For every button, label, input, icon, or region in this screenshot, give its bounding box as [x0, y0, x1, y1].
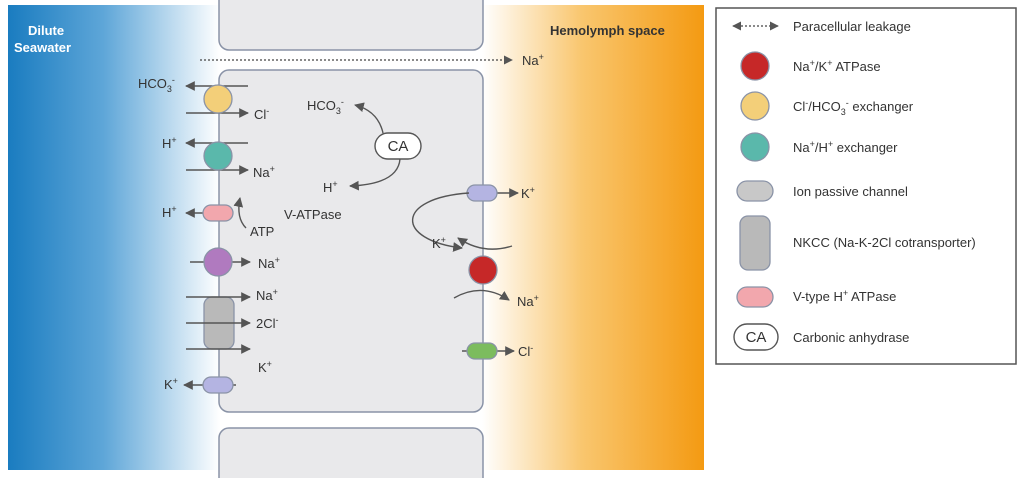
hemolymph-region [482, 5, 704, 470]
cl-channel-green [466, 342, 498, 360]
na-h-exchanger [203, 141, 233, 171]
region-right-label: Hemolymph space [550, 23, 665, 38]
k-in-pump-arrow [457, 237, 513, 250]
atp-arrow [233, 197, 247, 229]
v-atpase-label: V-ATPase [284, 207, 342, 222]
ca-to-h-arrow [349, 158, 401, 191]
legend-channel-icon [736, 180, 774, 202]
atp-label: ATP [250, 224, 274, 239]
cl-in-label-2: 2Cl- [256, 315, 279, 331]
legend-label-clhco3: Cl-/HCO3- exchanger [793, 98, 914, 117]
legend-red-circle-icon [740, 51, 770, 81]
legend-label-vtype: V-type H+ ATPase [793, 288, 896, 304]
legend: Paracellular leakage Na+/K+ ATPase Cl-/H… [715, 7, 1017, 365]
ca-label: CA [388, 138, 409, 155]
k-channel-left [202, 376, 234, 394]
region-left-label-1: Dilute [28, 23, 64, 38]
cl-hco3-exchanger [203, 84, 233, 114]
na-k-atpase [468, 255, 498, 285]
legend-ca-icon-text: CA [746, 329, 767, 346]
legend-label-ca: Carbonic anhydrase [793, 330, 909, 345]
legend-label-nak: Na+/K+ ATPase [793, 58, 881, 74]
cl-out-label: Cl- [518, 343, 533, 359]
legend-ca-icon [733, 323, 779, 351]
na-leak-label: Na+ [522, 52, 544, 68]
cell-hco3-label: HCO3- [307, 97, 344, 116]
na-in-label-3: Na+ [256, 287, 278, 303]
cl-in-label: Cl- [254, 106, 269, 122]
legend-item-ca: CA Carbonic anhydrase [733, 323, 909, 351]
v-type-h-atpase [202, 204, 234, 222]
na-out-pump-arrow [453, 289, 510, 301]
legend-label-paracellular: Paracellular leakage [793, 19, 911, 34]
legend-label-nkcc: NKCC (Na-K-2Cl cotransporter) [793, 235, 976, 250]
legend-teal-circle-icon [740, 132, 770, 162]
carbonic-anhydrase [374, 132, 422, 160]
legend-item-nak: Na+/K+ ATPase [740, 51, 881, 81]
na-in-label-1: Na+ [253, 164, 275, 180]
legend-nkcc-icon [739, 215, 771, 271]
hco3-out-label: HCO3- [138, 75, 175, 94]
legend-label-channel: Ion passive channel [793, 184, 908, 199]
legend-item-vtype: V-type H+ ATPase [736, 286, 896, 308]
k-recycle-arrow [411, 192, 470, 252]
legend-item-paracellular: Paracellular leakage [732, 19, 911, 34]
na-in-label-2: Na+ [258, 255, 280, 271]
upper-cell [218, 0, 484, 51]
seawater-region [8, 5, 220, 470]
legend-item-clhco3: Cl-/HCO3- exchanger [740, 91, 914, 121]
legend-item-nkcc: NKCC (Na-K-2Cl cotransporter) [739, 215, 976, 271]
region-left-label-2: Seawater [14, 40, 71, 55]
legend-vtype-icon [736, 286, 774, 308]
ca-to-hco3-arrow [354, 102, 384, 134]
na-channel-purple [203, 247, 233, 277]
na-out-pump-label: Na+ [517, 293, 539, 309]
legend-item-channel: Ion passive channel [736, 180, 908, 202]
k-channel-right [466, 184, 498, 202]
lower-cell [218, 427, 484, 478]
legend-label-nah: Na+/H+ exchanger [793, 139, 898, 155]
legend-yellow-circle-icon [740, 91, 770, 121]
legend-item-nah: Na+/H+ exchanger [740, 132, 898, 162]
